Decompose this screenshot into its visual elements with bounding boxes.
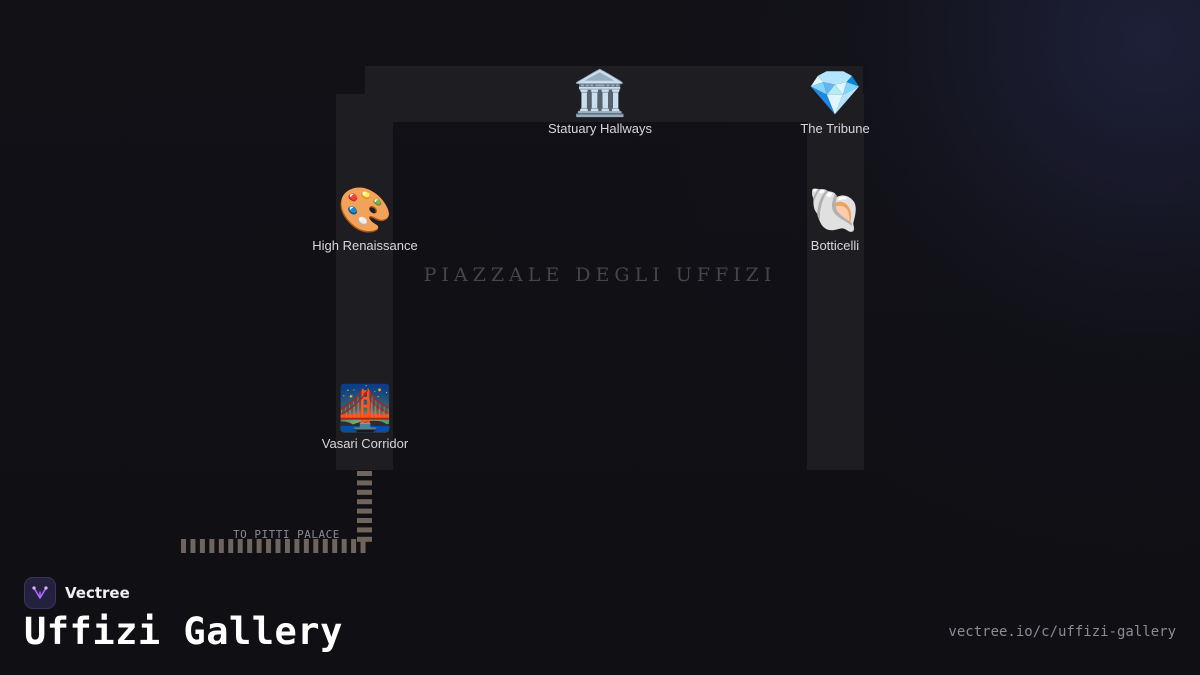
corridor-track-segment xyxy=(357,518,372,523)
corridor-track-segment xyxy=(199,539,205,553)
corridor-track-segment xyxy=(303,539,309,553)
corridor-track-segment xyxy=(313,539,319,553)
corridor-track-segment xyxy=(228,539,234,553)
room-label: Vasari Corridor xyxy=(321,436,409,451)
brand-name: Vectree xyxy=(65,584,130,602)
room-botticelli[interactable]: 🐚 Botticelli xyxy=(755,185,915,254)
corridor-track-segment xyxy=(190,539,196,553)
corridor-track-segment xyxy=(357,471,372,476)
corridor-track-segment xyxy=(247,539,253,553)
room-the-tribune[interactable]: 💎 The Tribune xyxy=(755,68,915,137)
corridor-track-segment xyxy=(322,539,328,553)
corridor-track-segment xyxy=(357,480,372,486)
corridor-track-segment xyxy=(357,508,372,514)
corridor-track-segment xyxy=(209,539,215,553)
artist-palette-icon: 🎨 xyxy=(337,185,393,236)
corridor-track-segment xyxy=(275,539,281,553)
corridor-track-segment xyxy=(341,539,347,553)
room-statuary-hallways[interactable]: 🏛️ Statuary Hallways xyxy=(520,68,680,137)
corridor-track-segment xyxy=(237,539,243,553)
room-label: The Tribune xyxy=(800,121,870,136)
vectree-logo-icon xyxy=(24,577,56,609)
corridor-label: TO PITTI PALACE xyxy=(233,528,340,541)
corridor-track-segment xyxy=(360,539,366,553)
piazza-label: PIAZZALE DEGLI UFFIZI xyxy=(423,264,777,286)
corridor-track-segment xyxy=(351,539,357,553)
corridor-track-segment xyxy=(357,489,372,495)
room-label: Botticelli xyxy=(810,238,860,253)
corridor-track-segment xyxy=(357,499,372,505)
bridge-at-night-icon: 🌉 xyxy=(337,383,393,434)
corridor-track-segment xyxy=(284,539,290,553)
share-url[interactable]: vectree.io/c/uffizi-gallery xyxy=(948,624,1176,640)
north-wing xyxy=(365,66,863,122)
room-label: High Renaissance xyxy=(312,238,418,253)
room-label: Statuary Hallways xyxy=(547,121,653,136)
west-wing xyxy=(807,94,864,470)
corridor-track-segment xyxy=(181,539,186,553)
corridor-track-segment xyxy=(256,539,262,553)
room-high-renaissance[interactable]: 🎨 High Renaissance xyxy=(285,185,445,254)
corridor-track-segment xyxy=(294,539,300,553)
gem-icon: 💎 xyxy=(807,68,863,119)
room-vasari-corridor[interactable]: 🌉 Vasari Corridor xyxy=(285,383,445,452)
brand[interactable]: Vectree xyxy=(24,577,130,609)
spiral-shell-icon: 🐚 xyxy=(807,185,863,236)
corridor-track-segment xyxy=(357,527,372,533)
corridor-track-segment xyxy=(266,539,272,553)
map-title: Uffizi Gallery xyxy=(24,610,343,653)
corridor-track-segment xyxy=(218,539,224,553)
east-wing xyxy=(336,94,393,470)
corridor-track-segment xyxy=(332,539,338,553)
classical-building-icon: 🏛️ xyxy=(572,68,628,119)
